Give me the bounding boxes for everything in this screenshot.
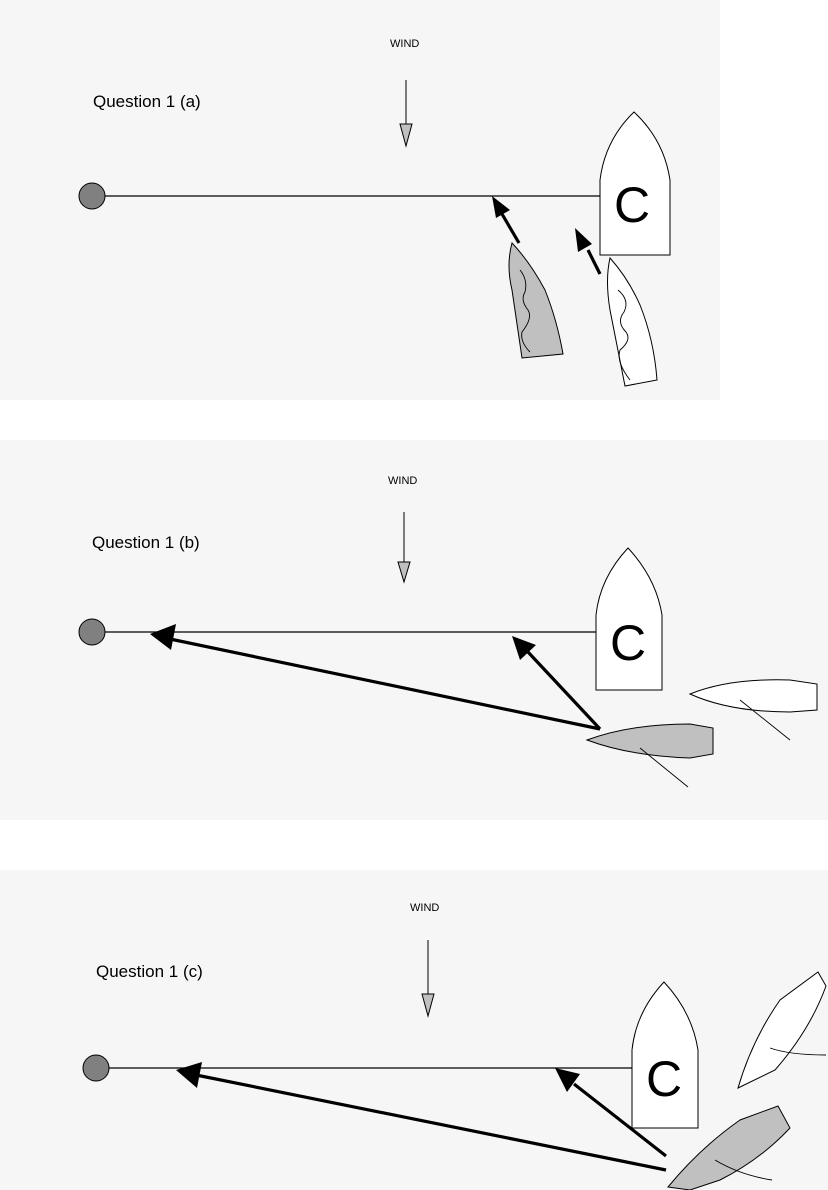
pin-end-buoy bbox=[78, 182, 106, 210]
committee-boat-letter: C bbox=[646, 1051, 682, 1107]
committee-boat: C bbox=[599, 111, 671, 256]
panel-question-1c: WIND Question 1 (c) C bbox=[0, 870, 828, 1190]
grey-boat bbox=[585, 723, 714, 788]
course-arrow-to-pin bbox=[150, 624, 601, 731]
committee-boat: C bbox=[631, 981, 699, 1129]
panel-question-1a: WIND Question 1 (a) C bbox=[0, 0, 720, 400]
wind-label: WIND bbox=[388, 475, 417, 487]
wind-label: WIND bbox=[390, 38, 419, 50]
course-arrow-to-line bbox=[512, 636, 602, 731]
committee-boat-letter: C bbox=[614, 177, 650, 233]
committee-boat-letter: C bbox=[610, 615, 646, 671]
course-arrow-grey-boat bbox=[492, 196, 521, 244]
wind-arrow bbox=[421, 940, 435, 1018]
committee-boat: C bbox=[595, 547, 663, 691]
panel-background bbox=[0, 440, 828, 820]
question-title: Question 1 (a) bbox=[93, 92, 201, 111]
pin-end-buoy bbox=[82, 1054, 110, 1082]
white-boat bbox=[737, 971, 827, 1089]
question-title: Question 1 (c) bbox=[96, 962, 203, 981]
white-boat bbox=[607, 256, 658, 387]
pin-end-buoy bbox=[78, 618, 106, 646]
wind-label: WIND bbox=[410, 902, 439, 914]
course-arrow-to-pin bbox=[176, 1062, 667, 1172]
grey-boat bbox=[667, 1105, 791, 1190]
course-arrow-white-boat bbox=[575, 228, 602, 275]
white-boat bbox=[688, 679, 818, 741]
panel-background bbox=[0, 870, 828, 1190]
question-title: Question 1 (b) bbox=[92, 533, 200, 552]
wind-arrow bbox=[397, 512, 411, 584]
panel-question-1b: WIND Question 1 (b) C bbox=[0, 440, 828, 820]
wind-arrow bbox=[399, 80, 413, 148]
course-arrow-to-line bbox=[555, 1068, 667, 1158]
grey-boat bbox=[508, 242, 564, 359]
